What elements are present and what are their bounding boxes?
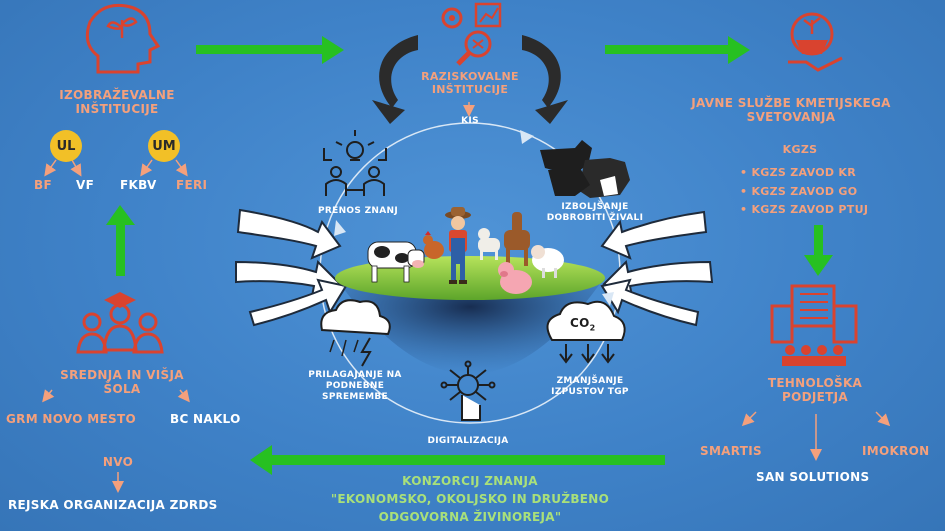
- um-label: UM: [152, 138, 176, 154]
- smartis-label: SMARTIS: [700, 444, 762, 458]
- cow-animal: [367, 241, 425, 283]
- co2-main: CO: [570, 316, 590, 330]
- flow-arrow-top-right: [605, 36, 750, 64]
- cycle-arrowheads: [334, 130, 614, 306]
- tech-building-icon: [770, 284, 858, 366]
- school-title-line-2: ŠOLA: [103, 382, 141, 397]
- feri-label: FERI: [176, 178, 208, 192]
- goat-animal: [478, 228, 500, 260]
- zmanjsanje-line-1: ZMANJŠANJE: [556, 376, 624, 386]
- advisory-title-line-2: SVETOVANJA: [746, 110, 836, 125]
- imokron-label: IMOKRON: [862, 444, 930, 458]
- vf-label: VF: [76, 178, 95, 192]
- research-title-line-2: INŠTITUCIJE: [431, 83, 509, 97]
- edu-title-line-2: INŠTITUCIJE: [75, 102, 159, 117]
- ngo-title: NVO: [102, 455, 134, 469]
- curved-arrow-right: [522, 35, 568, 124]
- curved-arrow-left: [372, 35, 418, 124]
- pig-animal: [498, 262, 532, 294]
- kgzs-item-3-text: KGZS ZAVOD PTUJ: [751, 203, 869, 217]
- advisory-hand-icon: [788, 12, 843, 72]
- izboljsanje-line-2: DOBROBITI ŽIVALI: [546, 212, 644, 223]
- input-arrows-left: [235, 208, 348, 327]
- izboljsanje-line-1: IZBOLJŠANJE: [561, 202, 629, 212]
- fkbv-label: FKBV: [120, 178, 157, 192]
- flow-arrow-top-left: [196, 36, 344, 64]
- kgzs-item-2-text: KGZS ZAVOD GO: [751, 184, 858, 198]
- bf-label: BF: [34, 178, 52, 192]
- prilagajanje-label: PRILAGAJANJE NA PODNEBNE SPREMEMBE: [300, 370, 410, 402]
- sheep-animal: [531, 245, 564, 278]
- consortium-line-1: KONZORCIJ ZNANJA: [402, 474, 538, 488]
- connector-arrows: [42, 102, 891, 493]
- kgzs-list: • KGZS ZAVOD KR • KGZS ZAVOD GO • KGZS Z…: [740, 164, 868, 220]
- bc-naklo-label: BC NAKLO: [170, 412, 241, 426]
- ul-badge: UL: [50, 130, 82, 162]
- flow-arrow-bottom: [250, 445, 665, 475]
- izboljsanje-label: IZBOLJŠANJE DOBROBITI ŽIVALI: [540, 202, 650, 224]
- consortium-line-2: "EKONOMSKO, OKOLJSKO IN DRUŽBENO: [330, 492, 610, 506]
- san-solutions-label: SAN SOLUTIONS: [756, 470, 870, 484]
- knowledge-transfer-icon: [323, 130, 387, 196]
- climate-icon: [320, 299, 391, 367]
- prilagajanje-line-1: PRILAGAJANJE NA: [308, 370, 402, 380]
- co2-text: CO2: [570, 316, 595, 333]
- tech-title-line-1: TEHNOLOŠKA: [767, 376, 863, 390]
- co2-subscript: 2: [589, 323, 596, 333]
- tech-title: TEHNOLOŠKA PODJETJA: [760, 376, 870, 405]
- edu-title: IZOBRAŽEVALNE INŠTITUCIJE: [42, 88, 192, 117]
- grm-label: GRM NOVO MESTO: [6, 412, 136, 426]
- kgzs-item-2: • KGZS ZAVOD GO: [740, 184, 858, 198]
- prilagajanje-line-3: SPREMEMBE: [322, 391, 388, 402]
- consortium-line-3: ODGOVORNA ŽIVINOREJA": [378, 510, 562, 524]
- animal-welfare-icon: [540, 140, 630, 198]
- flow-arrow-right-down: [804, 225, 833, 276]
- school-title-line-1: SREDNJA IN VIŠJA: [60, 368, 184, 382]
- horse-animal: [504, 212, 530, 266]
- edu-title-line-1: IZOBRAŽEVALNE: [59, 88, 175, 102]
- research-title: RAZISKOVALNE INŠTITUCIJE: [400, 70, 540, 96]
- zmanjsanje-line-2: IZPUSTOV TGP: [551, 386, 629, 397]
- kgzs-item-1-text: KGZS ZAVOD KR: [751, 166, 857, 179]
- prilagajanje-line-2: PODNEBNE: [325, 380, 385, 391]
- um-badge: UM: [148, 130, 180, 162]
- education-head-icon: [85, 3, 161, 74]
- consortium-text: KONZORCIJ ZNANJA "EKONOMSKO, OKOLJSKO IN…: [300, 472, 640, 526]
- school-people-icon: [76, 292, 164, 354]
- kgzs-item-3: • KGZS ZAVOD PTUJ: [740, 203, 869, 217]
- digitalization-icon: [440, 360, 496, 421]
- farmer-figure: [445, 207, 471, 284]
- kgzs-item-1: • KGZS ZAVOD KR: [740, 166, 857, 179]
- hen-animal: [423, 231, 444, 259]
- co2-icon: [546, 300, 626, 364]
- advisory-title-line-1: JAVNE SLUŽBE KMETIJSKEGA: [691, 96, 891, 110]
- research-icon: [441, 2, 502, 66]
- kis-label: KIS: [461, 116, 479, 126]
- kgzs-label: KGZS: [782, 143, 818, 156]
- input-arrows-right: [600, 210, 714, 327]
- research-title-line-1: RAZISKOVALNE: [421, 70, 519, 83]
- ngo-org-label: REJSKA ORGANIZACIJA ZDRDS: [8, 498, 218, 512]
- ul-label: UL: [56, 138, 76, 154]
- digitalizacija-label: DIGITALIZACIJA: [427, 436, 509, 446]
- prenos-znanj-label: PRENOS ZNANJ: [318, 206, 398, 216]
- zmanjsanje-label: ZMANJŠANJE IZPUSTOV TGP: [540, 376, 640, 398]
- flow-arrow-left-up: [106, 205, 135, 276]
- advisory-title: JAVNE SLUŽBE KMETIJSKEGA SVETOVANJA: [686, 96, 896, 125]
- school-title: SREDNJA IN VIŠJA ŠOLA: [42, 368, 202, 397]
- tech-title-line-2: PODJETJA: [782, 390, 848, 405]
